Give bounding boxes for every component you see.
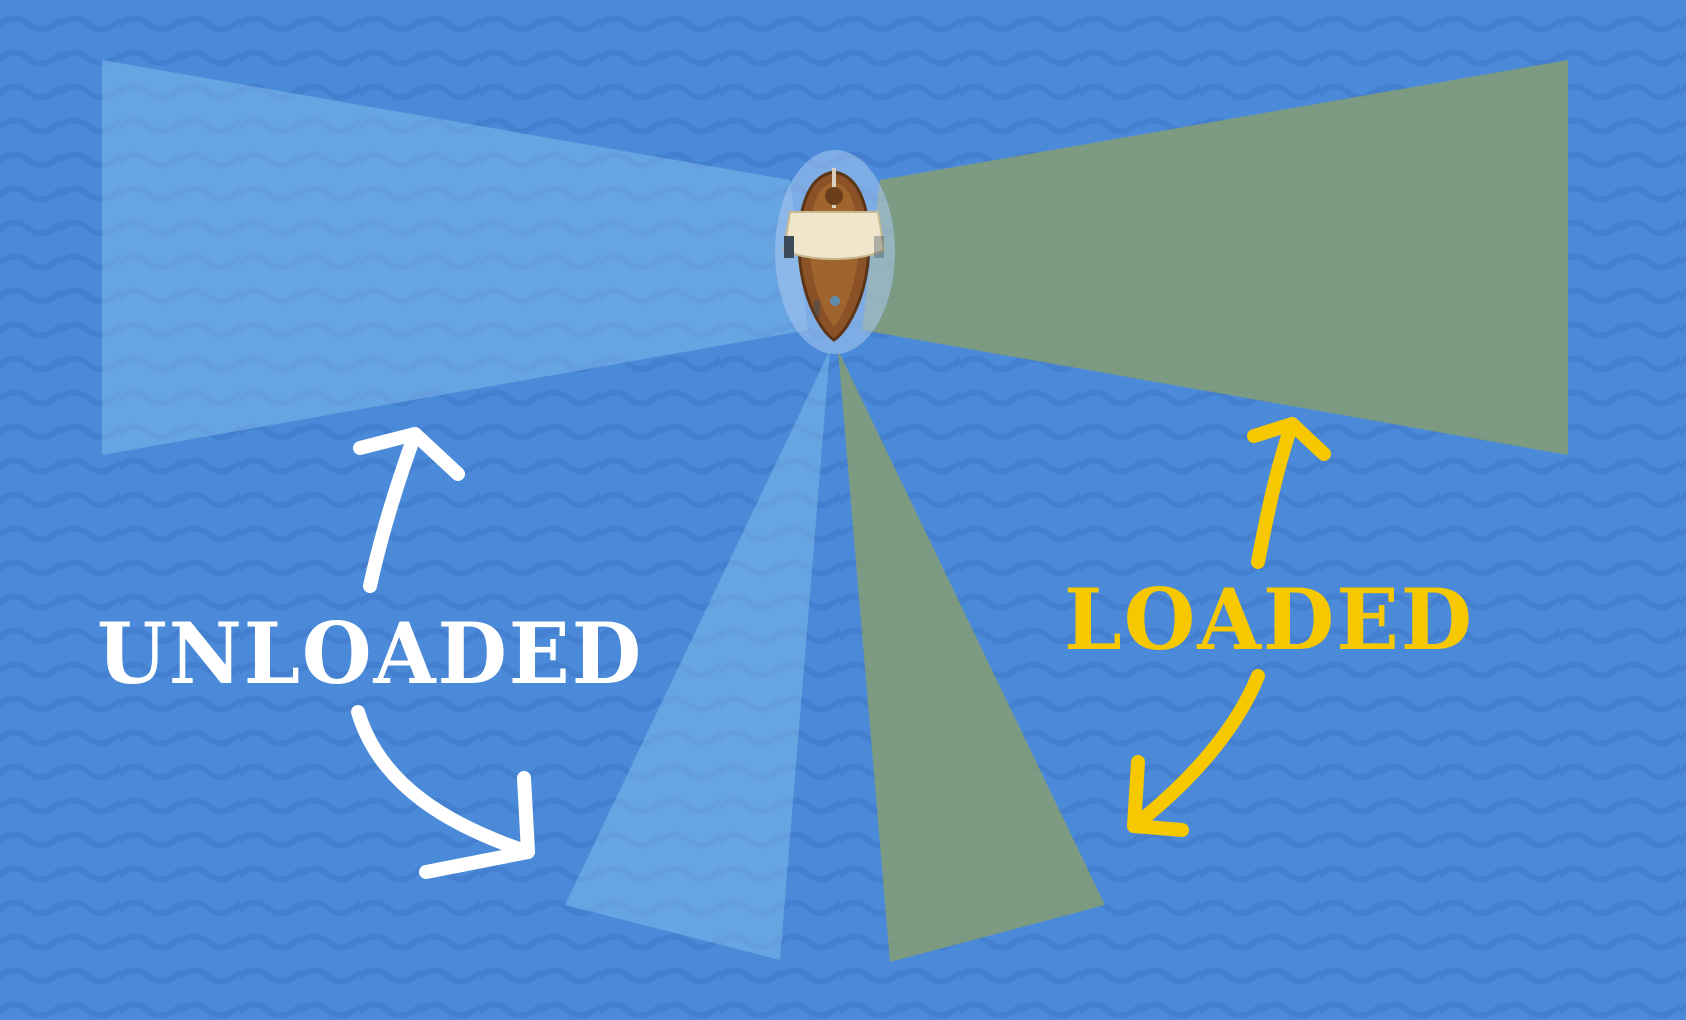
unloaded-zone-stern bbox=[565, 350, 830, 960]
loaded-zone-stern bbox=[838, 350, 1105, 962]
unloaded-label: UNLOADED bbox=[97, 604, 643, 703]
curved-arrow-down-right-icon bbox=[351, 705, 535, 879]
loaded-zone-starboard bbox=[862, 60, 1568, 455]
loaded-label: LOADED bbox=[1064, 570, 1474, 669]
curved-arrow-up-icon bbox=[1247, 417, 1331, 569]
unloaded-zone-port bbox=[102, 60, 808, 455]
curved-arrow-down-left-icon bbox=[1127, 669, 1265, 837]
pirate-ship-icon[interactable] bbox=[775, 150, 895, 354]
curved-arrow-up-icon bbox=[353, 427, 465, 593]
